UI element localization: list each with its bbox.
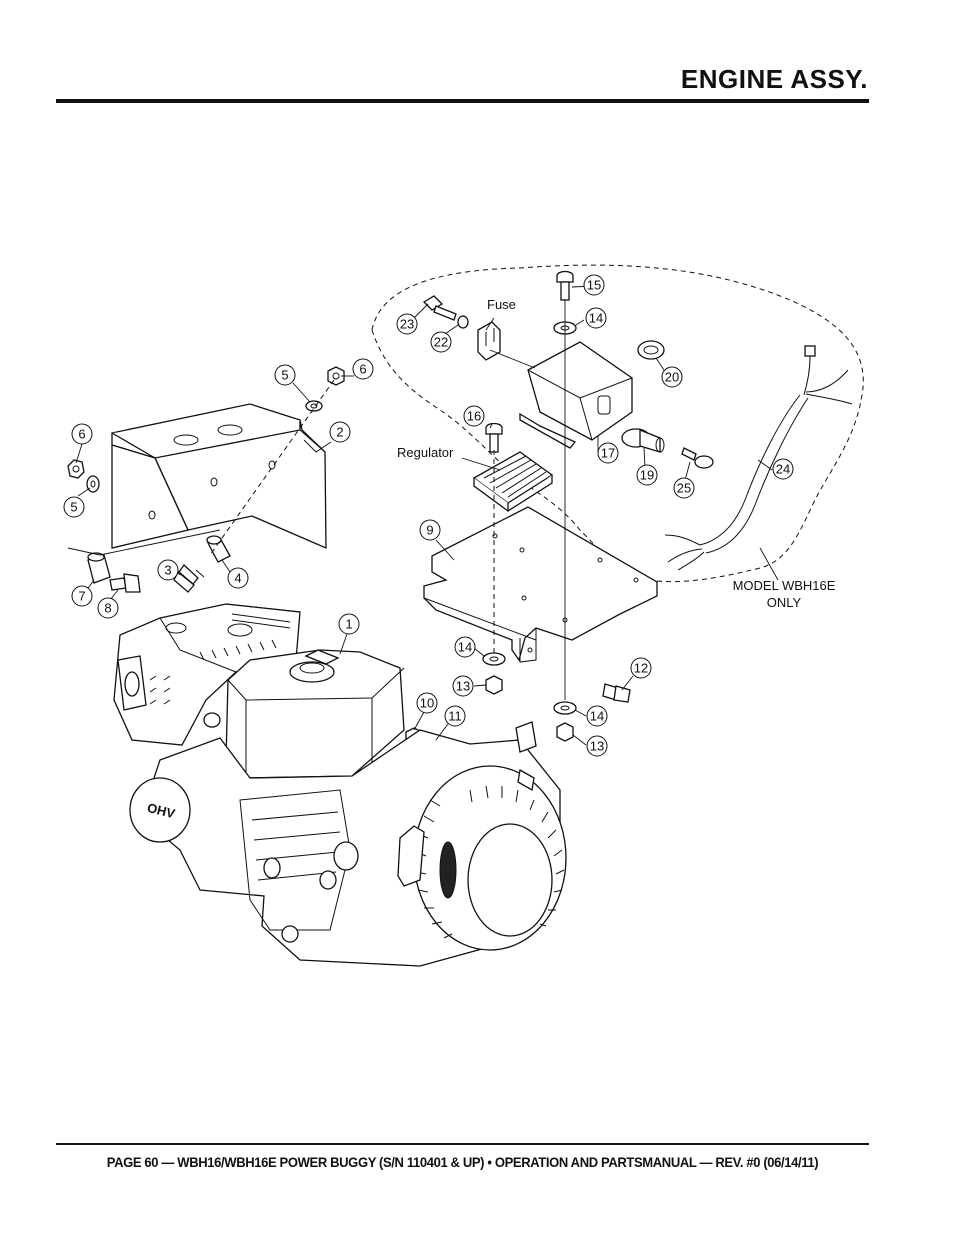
callout-20: 20 [661,366,683,388]
washer-14b [482,652,506,666]
callout-2: 2 [329,421,351,443]
callout-6a: 6 [352,358,374,380]
callout-23: 23 [396,313,418,335]
svg-text:9: 9 [426,523,433,538]
model-label-line1: MODEL WBH16E [733,578,836,593]
callout-11: 11 [444,705,466,727]
regulator-part [472,451,554,513]
fuse-label: Fuse [487,297,516,312]
svg-text:14: 14 [590,709,604,724]
callout-14a: 14 [585,307,607,329]
svg-text:OHV: OHV [146,800,177,821]
svg-text:1: 1 [345,617,352,632]
callout-3: 3 [157,559,179,581]
model-label-line2: ONLY [767,595,802,610]
svg-text:10: 10 [420,696,434,711]
callout-13a: 13 [452,675,474,697]
nut-6b [67,459,85,479]
callout-7: 7 [71,585,93,607]
bolt-3 [173,564,205,593]
svg-text:20: 20 [665,370,679,385]
mounting-plate [423,506,658,663]
washer-5b [86,475,100,493]
callout-6b: 6 [71,423,93,445]
nut-13a [485,675,503,695]
callout-13b: 13 [586,735,608,757]
washer-5a [305,400,323,412]
svg-text:17: 17 [601,446,615,461]
spacer-4 [206,535,231,563]
washer-14c [553,701,577,715]
callout-25: 25 [673,477,695,499]
svg-text:5: 5 [281,368,288,383]
svg-text:16: 16 [467,409,481,424]
svg-text:7: 7 [78,589,85,604]
svg-text:25: 25 [677,481,691,496]
svg-text:6: 6 [359,362,366,377]
callout-16: 16 [463,405,485,427]
grommet-20 [637,340,665,360]
page-footer: PAGE 60 — WBH16/WBH16E POWER BUGGY (S/N … [106,1154,819,1170]
svg-text:5: 5 [70,500,77,515]
callout-4: 4 [227,567,249,589]
svg-text:23: 23 [400,317,414,332]
callout-12: 12 [630,657,652,679]
svg-text:13: 13 [590,739,604,754]
svg-text:11: 11 [448,709,462,724]
footer-rule [56,1143,869,1145]
callout-1: 1 [338,613,360,635]
nut-6a [327,366,345,386]
svg-text:2: 2 [336,425,343,440]
svg-text:8: 8 [104,601,111,616]
leader-lines [75,285,779,746]
bolt-8 [109,573,141,593]
callout-17: 17 [597,442,619,464]
bolt-16 [485,422,503,453]
svg-text:14: 14 [458,640,472,655]
svg-text:12: 12 [634,661,648,676]
callout-22: 22 [430,331,452,353]
svg-text:3: 3 [164,563,171,578]
regulator-label: Regulator [397,445,454,460]
bolt-23 [422,295,457,321]
callout-8: 8 [97,597,119,619]
callout-14c: 14 [586,705,608,727]
svg-text:6: 6 [78,427,85,442]
callout-24: 24 [772,458,794,480]
bolt-12 [602,683,631,703]
nut-13b [556,722,574,742]
callout-15: 15 [583,274,605,296]
fuse-part [477,321,501,361]
washer-22 [457,315,469,329]
callout-9: 9 [419,519,441,541]
svg-text:22: 22 [434,335,448,350]
svg-text:13: 13 [456,679,470,694]
header-rule [56,99,869,103]
page-title: ENGINE ASSY. [680,64,868,94]
engine-part: OHV [113,603,567,967]
callout-5a: 5 [274,364,296,386]
key-25 [681,447,714,469]
svg-text:15: 15 [587,278,601,293]
wire-harness [664,345,853,571]
svg-text:14: 14 [589,311,603,326]
bolt-15 [556,270,574,301]
svg-text:4: 4 [234,571,241,586]
callout-19: 19 [636,464,658,486]
svg-text:19: 19 [640,468,654,483]
callout-10: 10 [416,692,438,714]
spacer-7 [87,552,111,584]
key-switch-19 [621,428,665,453]
svg-text:24: 24 [776,462,790,477]
callout-14b: 14 [454,636,476,658]
callout-5b: 5 [63,496,85,518]
control-box [519,341,633,449]
engine-cover-part [111,403,327,549]
